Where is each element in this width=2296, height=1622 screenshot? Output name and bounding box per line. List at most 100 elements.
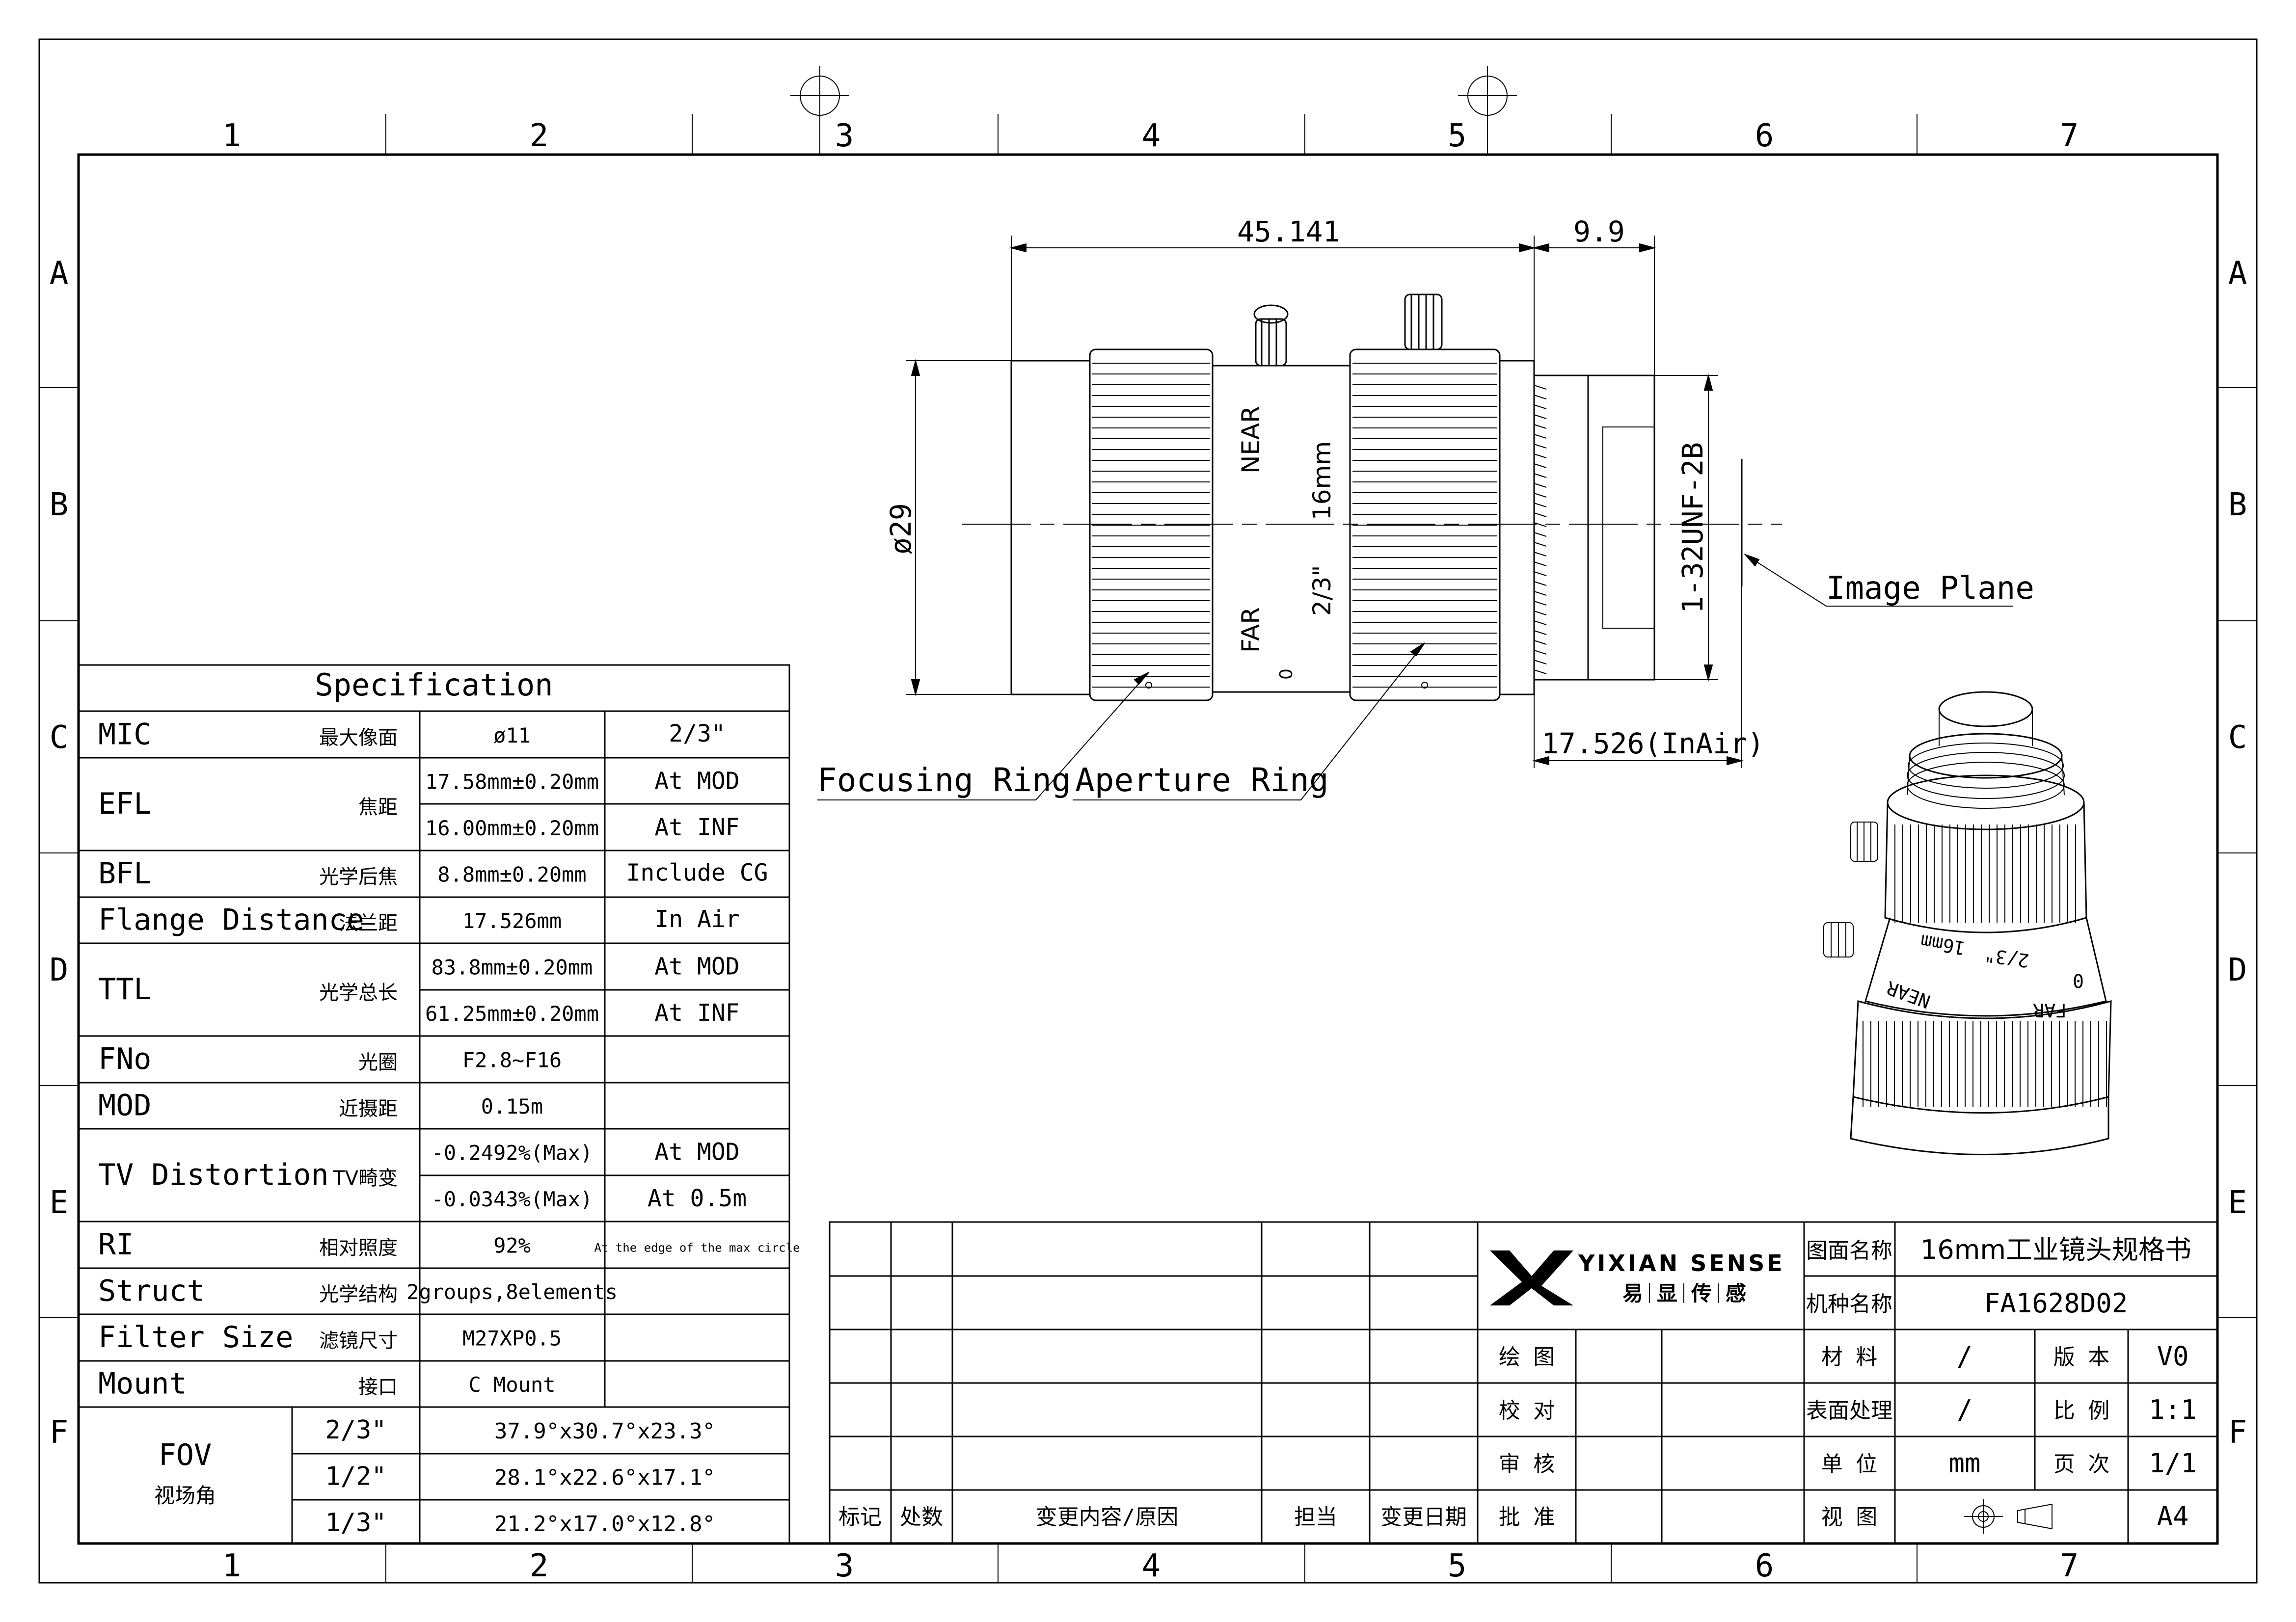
zone-col-top-5: 5 xyxy=(1448,118,1467,154)
zone-col-bottom-6: 6 xyxy=(1755,1548,1774,1584)
spec-value-5: F2.8~F16 xyxy=(462,1048,562,1072)
barrel-near-label: NEAR xyxy=(1237,406,1265,474)
scale-label: 比 例 xyxy=(2053,1398,2110,1423)
zone-col-bottom-1: 1 xyxy=(222,1548,242,1584)
title-block: YIXIAN SENSE 易 显 传 感 标记 处数 变更内容/原因 担当 变更… xyxy=(829,1221,2218,1544)
spec-title: Specification xyxy=(315,667,553,703)
zone-row-left-B: B xyxy=(50,487,69,523)
iso-zero-label: 0 xyxy=(2073,970,2084,991)
focusing-ring-label: Focusing Ring xyxy=(817,761,1071,799)
spec-note-2: Include CG xyxy=(626,859,768,887)
zone-col-bottom-4: 4 xyxy=(1142,1548,1161,1584)
size-value: A4 xyxy=(2157,1501,2188,1532)
spec-label-en-4: TTL xyxy=(98,972,151,1007)
spec-label-cn-2: 光学后焦 xyxy=(319,866,398,888)
drawing-frame: 1 2 3 4 5 6 7 1 2 3 4 5 6 7 A B C D E F … xyxy=(38,38,2258,1584)
spec-value-a-4: 83.8mm±0.20mm xyxy=(432,956,593,980)
rev-header-owner: 担当 xyxy=(1294,1505,1337,1530)
fov-label-en: FOV xyxy=(159,1438,212,1472)
approval-checked: 校 对 xyxy=(1499,1398,1555,1423)
spec-label-cn-7: TV畸变 xyxy=(332,1167,398,1190)
spec-note-a-4: At MOD xyxy=(654,953,739,981)
spec-label-cn-10: 滤镜尺寸 xyxy=(319,1330,398,1352)
focus-lock-screw xyxy=(1253,304,1289,367)
rev-header-date: 变更日期 xyxy=(1380,1505,1467,1530)
scale-value: 1:1 xyxy=(2149,1394,2197,1425)
fov-format-0: 2/3" xyxy=(325,1415,386,1445)
dim-thread-length-value: 9.9 xyxy=(1573,215,1625,248)
fov-value-1: 28.1°x22.6°x17.1° xyxy=(494,1465,715,1490)
aperture-ring-label: Aperture Ring xyxy=(1075,761,1329,799)
logo-text: YIXIAN SENSE xyxy=(1578,1250,1785,1276)
drawing-name-value: 16mm工业镜头规格书 xyxy=(1920,1234,2191,1265)
spec-label-en-10: Filter Size xyxy=(98,1320,293,1355)
approval-reviewed: 审 核 xyxy=(1499,1452,1555,1477)
centering-mark-left xyxy=(790,66,849,155)
spec-label-en-0: MIC xyxy=(98,717,151,751)
material-value: / xyxy=(1957,1341,1973,1372)
spec-value-a-7: -0.2492%(Max) xyxy=(432,1141,593,1165)
dimension-thread-length xyxy=(1532,236,1656,375)
spec-note-b-1: At INF xyxy=(654,814,739,841)
version-value: V0 xyxy=(2157,1341,2188,1372)
iso-focal-label: 16mm xyxy=(1919,930,1967,959)
spec-value-b-7: -0.0343%(Max) xyxy=(432,1187,593,1211)
dimension-thread-spec xyxy=(1654,373,1718,682)
zone-row-right-B: B xyxy=(2228,487,2247,523)
spec-value-8: 92% xyxy=(493,1234,531,1258)
iso-far-label: FAR xyxy=(2033,999,2067,1021)
model-value: FA1628D02 xyxy=(1984,1288,2128,1319)
dimension-diameter xyxy=(906,359,1011,696)
zone-row-right-C: C xyxy=(2228,719,2247,756)
spec-label-en-9: Struct xyxy=(98,1274,205,1308)
dim-diameter-value: ø29 xyxy=(884,503,918,555)
spec-note-a-7: At MOD xyxy=(654,1139,739,1166)
logo-cn-1: 易 xyxy=(1622,1281,1643,1305)
spec-note-a-1: At MOD xyxy=(654,768,739,795)
fov-format-1: 1/2" xyxy=(325,1462,386,1491)
fov-value-2: 21.2°x17.0°x12.8° xyxy=(494,1512,715,1537)
approval-drawn: 绘 图 xyxy=(1499,1345,1555,1370)
spec-label-en-11: Mount xyxy=(98,1366,187,1401)
spec-value-2: 8.8mm±0.20mm xyxy=(437,863,586,887)
zone-col-top-3: 3 xyxy=(835,118,854,154)
lens-isometric-view xyxy=(1823,691,2112,1155)
spec-value-0: ø11 xyxy=(493,723,531,747)
spec-value-a-1: 17.58mm±0.20mm xyxy=(425,770,599,794)
spec-label-cn-8: 相对照度 xyxy=(319,1237,398,1259)
spec-label-cn-6: 近摄距 xyxy=(339,1097,398,1120)
spec-label-cn-4: 光学总长 xyxy=(319,982,398,1004)
zone-row-right-F: F xyxy=(2228,1414,2247,1451)
zone-row-left-E: E xyxy=(50,1185,69,1221)
spec-label-cn-5: 光圈 xyxy=(358,1051,398,1074)
zone-row-left-C: C xyxy=(50,719,69,756)
spec-label-en-2: BFL xyxy=(98,856,151,891)
spec-label-en-7: TV Distortion xyxy=(98,1158,329,1192)
rev-header-mark: 标记 xyxy=(838,1505,882,1530)
spec-label-cn-1: 焦距 xyxy=(358,796,398,819)
spec-label-cn-0: 最大像面 xyxy=(319,726,398,749)
centering-mark-right xyxy=(1458,66,1517,155)
dim-length-value: 45.141 xyxy=(1237,215,1340,248)
spec-label-en-5: FNo xyxy=(98,1042,151,1076)
zone-row-right-A: A xyxy=(2228,255,2247,292)
zone-col-top-2: 2 xyxy=(530,118,549,154)
rev-header-count: 处数 xyxy=(900,1505,943,1530)
zone-col-top-6: 6 xyxy=(1755,118,1774,154)
zone-row-right-E: E xyxy=(2228,1185,2247,1221)
barrel-focal-label: 16mm xyxy=(1308,441,1336,520)
dim-flange-value: 17.526(InAir) xyxy=(1541,727,1764,760)
spec-label-en-1: EFL xyxy=(98,787,151,821)
zone-row-left-D: D xyxy=(50,952,69,988)
spec-value-b-4: 61.25mm±0.20mm xyxy=(425,1002,599,1026)
unit-value: mm xyxy=(1948,1448,1980,1479)
zone-col-bottom-3: 3 xyxy=(835,1548,854,1584)
spec-value-b-1: 16.00mm±0.20mm xyxy=(425,816,599,840)
page-value: 1/1 xyxy=(2149,1448,2197,1479)
surface-value: / xyxy=(1957,1394,1973,1425)
model-label: 机种名称 xyxy=(1806,1292,1892,1317)
zone-col-top-7: 7 xyxy=(2060,118,2079,154)
zone-col-bottom-5: 5 xyxy=(1448,1548,1467,1584)
dimension-overall-length xyxy=(1009,236,1536,375)
